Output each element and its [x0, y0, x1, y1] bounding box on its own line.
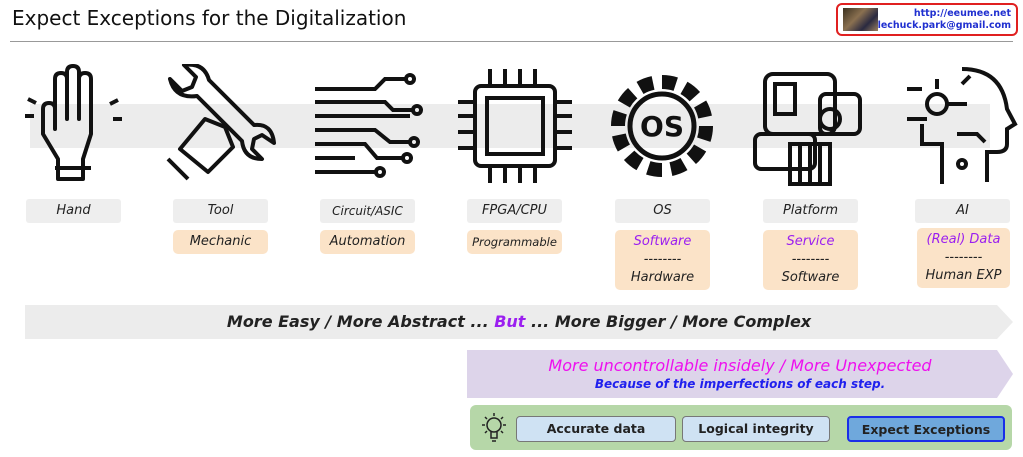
arrow-text-left: More Easy / More Abstract ...	[226, 312, 495, 331]
sub-bottom: Software	[781, 270, 840, 285]
lightbulb-icon	[482, 413, 506, 442]
sub-bottom: Hardware	[630, 270, 695, 285]
sub-divider: --------	[791, 252, 830, 267]
accurate-data-button[interactable]: Accurate data	[516, 416, 676, 442]
website-link[interactable]: http://eeumee.net	[913, 7, 1011, 19]
title-divider	[10, 41, 1013, 42]
sub-bottom: Human EXP	[925, 268, 1002, 283]
raised-hand-icon	[25, 64, 122, 181]
icon-band	[30, 104, 990, 148]
platform-icon	[753, 72, 862, 186]
uncontrollable-arrow: More uncontrollable insidely / More Unex…	[467, 350, 1013, 398]
sub-top: (Real) Data	[926, 232, 1001, 247]
email-link[interactable]: lechuck.park@gmail.com	[877, 19, 1011, 31]
circuit-icon	[315, 73, 423, 178]
arrow2-line1: More uncontrollable insidely / More Unex…	[548, 356, 932, 375]
author-photo	[843, 8, 878, 31]
stage-label-platform: Platform	[763, 199, 858, 223]
sub-divider: --------	[944, 250, 983, 265]
stage-sub-fpga: Programmable	[467, 230, 562, 254]
arrow-text-right: ... More Bigger / More Complex	[525, 312, 812, 331]
arrow-text-but: But	[494, 312, 526, 331]
logical-integrity-button[interactable]: Logical integrity	[682, 416, 830, 442]
stage-sub-tool: Mechanic	[173, 230, 268, 254]
os-gear-icon: OS	[611, 75, 713, 177]
sub-top: Software	[633, 234, 692, 249]
wrench-hand-icon	[166, 64, 276, 181]
stage-label-hand: Hand	[26, 199, 121, 223]
sub-divider: --------	[643, 252, 682, 267]
stage-label-os: OS	[615, 199, 710, 223]
stage-sub-circuit: Automation	[320, 230, 415, 254]
sub-top: Service	[786, 234, 835, 249]
page-title: Expect Exceptions for the Digitalization	[12, 6, 407, 30]
stage-label-ai: AI	[915, 199, 1010, 223]
stage-sub-ai: (Real) Data -------- Human EXP	[917, 228, 1010, 288]
ai-head-icon	[907, 67, 1018, 184]
stage-sub-os: Software -------- Hardware	[615, 230, 710, 290]
arrow2-line2: Because of the imperfections of each ste…	[594, 377, 886, 391]
expect-exceptions-button[interactable]: Expect Exceptions	[847, 416, 1005, 442]
stage-sub-platform: Service -------- Software	[763, 230, 858, 290]
svg-text:OS: OS	[640, 110, 684, 143]
progression-arrow: More Easy / More Abstract ... But ... Mo…	[25, 305, 1013, 339]
stage-label-tool: Tool	[173, 199, 268, 223]
solution-panel: Accurate data Logical integrity Expect E…	[470, 405, 1012, 450]
stage-label-circuit: Circuit/ASIC	[320, 199, 415, 223]
stage-label-fpga: FPGA/CPU	[467, 199, 562, 223]
chip-icon	[458, 69, 572, 183]
